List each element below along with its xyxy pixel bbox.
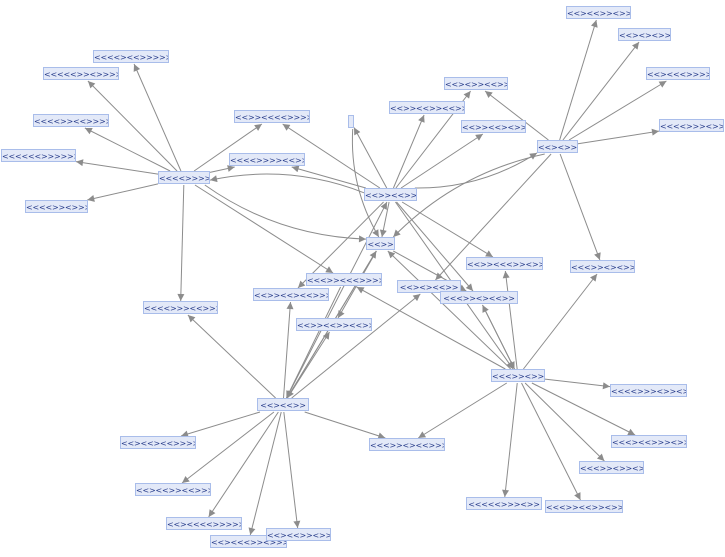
graph-edge xyxy=(400,133,484,189)
graph-node[interactable]: <<<<<<>>>>>> xyxy=(1,149,76,162)
graph-edge xyxy=(417,382,508,439)
graph-edge xyxy=(379,201,390,238)
graph-node[interactable] xyxy=(348,115,354,128)
graph-node[interactable]: <<<<>><<>>>> xyxy=(33,114,109,127)
graph-edge xyxy=(87,183,159,202)
graph-node[interactable]: <<<<>>><<>>> xyxy=(143,301,218,314)
graph-node[interactable]: <<>><<>> xyxy=(364,188,417,201)
graph-node[interactable]: <<>><<<>><>> xyxy=(466,257,543,270)
graph-edge xyxy=(283,411,301,529)
graph-node[interactable]: <<<>><>> xyxy=(491,369,545,382)
graph-node[interactable]: <<<<><<>>>>> xyxy=(93,50,169,63)
graph-edge xyxy=(484,90,549,141)
graph-edge xyxy=(524,382,605,462)
graph-edge xyxy=(387,250,512,370)
graph-edge xyxy=(193,123,263,172)
graph-edge xyxy=(482,304,515,370)
graph-edge xyxy=(208,411,279,518)
graph-node[interactable]: <<><<<>>>> xyxy=(646,67,710,80)
graph-node[interactable]: <<><<>><>> xyxy=(266,528,331,541)
graph-edge xyxy=(194,184,334,274)
graph-edge xyxy=(356,286,506,370)
graph-node[interactable]: <<><><<>> xyxy=(397,280,461,293)
graph-node[interactable]: <<<<>><>>>> xyxy=(25,200,88,213)
graph-edge xyxy=(544,378,611,390)
graph-edge xyxy=(396,201,474,292)
graph-edge xyxy=(180,411,261,438)
graph-node[interactable]: <<><>> xyxy=(537,140,578,153)
graph-edge xyxy=(248,411,282,536)
graph-edge xyxy=(209,173,365,194)
graph-edge xyxy=(523,273,598,370)
graph-node[interactable]: <<>><<<<>>>> xyxy=(234,110,310,123)
graph-node[interactable]: <<<<<>>><>> xyxy=(466,497,542,510)
graph-edge xyxy=(531,382,636,436)
graph-node[interactable]: <<><<>> xyxy=(257,398,309,411)
graph-edge xyxy=(291,165,366,189)
graph-edge xyxy=(353,127,388,189)
graph-node[interactable]: <<<<<>><>>>> xyxy=(43,67,119,80)
graph-node[interactable]: <<<>><><>> xyxy=(570,260,635,273)
graph-edge xyxy=(351,128,380,238)
graph-node[interactable]: <<><<>><>> xyxy=(566,6,631,19)
graph-node[interactable]: <<<><<>>><>> xyxy=(611,435,687,448)
graph-edge xyxy=(209,165,235,173)
graph-node[interactable]: <<<<>>><>><>> xyxy=(610,384,687,397)
graph-edge xyxy=(568,80,667,141)
graph-node[interactable]: <<<>><<<>>>> xyxy=(306,273,382,286)
graph-node[interactable]: <<><<><<>>>> xyxy=(120,436,196,449)
graph-edge xyxy=(392,153,545,238)
graph-edge xyxy=(282,123,381,189)
graph-edge xyxy=(87,80,178,172)
graph-edge xyxy=(435,153,552,281)
graph-edge xyxy=(283,301,294,399)
graph-edge xyxy=(84,127,171,172)
graph-node[interactable]: <<<>><><<>>> xyxy=(369,438,445,451)
graph-edge xyxy=(577,128,660,145)
graph-node[interactable]: <<><<>><<>>> xyxy=(135,483,211,496)
graph-node[interactable]: <<><<<<>>>>> xyxy=(166,517,242,530)
graph-node[interactable]: <<>><<>><<>> xyxy=(296,318,372,331)
graph-node[interactable]: <<>><<><>> xyxy=(461,120,526,133)
graph-node[interactable]: <<><>><<>> xyxy=(444,77,508,90)
graph-node[interactable]: <<>> xyxy=(366,237,395,250)
graph-edge xyxy=(75,159,159,175)
graph-node[interactable]: <<<>><><<>> xyxy=(440,291,518,304)
graph-edge xyxy=(521,382,581,501)
graph-node[interactable]: <<>><<>><<>> xyxy=(389,101,465,114)
graph-edge xyxy=(181,411,275,484)
graph-edge xyxy=(392,114,425,189)
graph-edge xyxy=(414,152,538,189)
graph-edge xyxy=(502,382,518,498)
graph-node[interactable]: <<><><>> xyxy=(618,28,671,41)
graph-edge xyxy=(285,286,342,399)
graph-edge xyxy=(562,41,640,141)
graph-edge xyxy=(304,411,386,440)
graph-node[interactable]: <<<<>>>> xyxy=(158,171,210,184)
graph-node[interactable]: <<<>><>><>> xyxy=(579,461,644,474)
graph-node[interactable]: <<<<>>><>> xyxy=(659,119,724,132)
graph-edge xyxy=(559,153,601,261)
graph-node[interactable]: <<<<>>>><<>> xyxy=(229,153,305,166)
graph-edge xyxy=(177,184,185,302)
graph-edge xyxy=(502,270,518,370)
graph-edge xyxy=(291,293,421,399)
graph-edge xyxy=(187,314,276,399)
graph-edge xyxy=(559,19,598,141)
graph-edge xyxy=(286,201,388,399)
graph-edge xyxy=(401,201,494,258)
graph-edge xyxy=(204,184,367,243)
graph-edge xyxy=(133,63,182,172)
graph-node[interactable]: <<<>><<>><>> xyxy=(545,500,623,513)
graph-node[interactable]: <<>><<><<>>> xyxy=(253,288,329,301)
